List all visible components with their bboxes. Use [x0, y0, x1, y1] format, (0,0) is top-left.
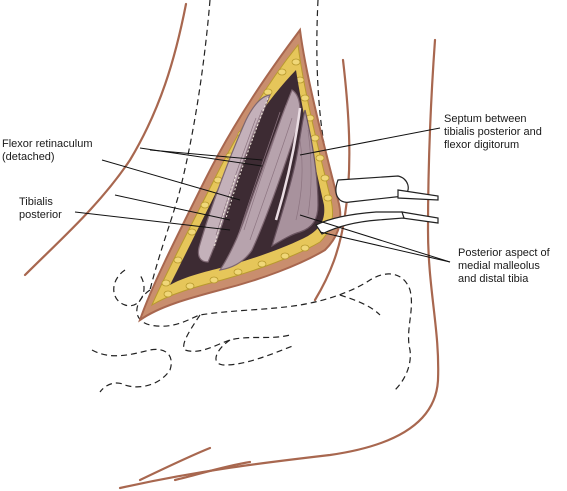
- skin-outline: [23, 2, 440, 490]
- label-septum-line2: tibialis posterior and: [444, 126, 542, 138]
- incision: [138, 27, 342, 323]
- leader-septum: [299, 127, 441, 156]
- label-flexor-line1: Flexor retinaculum: [2, 138, 93, 150]
- label-malleolus-line2: medial malleolus: [458, 260, 540, 272]
- leader-tibialis-1: [114, 194, 231, 221]
- label-flexor-retinaculum: Flexor retinaculum (detached): [2, 138, 92, 164]
- label-malleolus-line1: Posterior aspect of: [458, 247, 550, 259]
- flexor-digitorum-tendon: [271, 109, 319, 248]
- label-septum-line3: flexor digitorum: [444, 139, 520, 151]
- label-tibialis-posterior: Tibialis posterior: [19, 196, 62, 222]
- label-septum-line1: Septum between: [444, 113, 527, 125]
- leader-lines: [74, 127, 451, 263]
- label-tibialis-line2: posterior: [19, 209, 62, 221]
- retractor: [315, 175, 439, 235]
- leader-malleolus-2: [319, 231, 451, 263]
- septum: [274, 107, 302, 221]
- label-flexor-line2: (detached): [2, 151, 55, 163]
- label-septum: Septum between tibialis posterior and fl…: [444, 113, 542, 152]
- label-malleolus: Posterior aspect of medial malleolus and…: [458, 247, 550, 286]
- leader-malleolus-3: [149, 149, 263, 161]
- leader-flexor-2: [101, 159, 241, 201]
- leader-tibialis-2: [74, 211, 231, 231]
- label-malleolus-line3: and distal tibia: [458, 273, 529, 285]
- label-tibialis-line1: Tibialis: [19, 196, 53, 208]
- leader-malleolus-1: [299, 214, 451, 263]
